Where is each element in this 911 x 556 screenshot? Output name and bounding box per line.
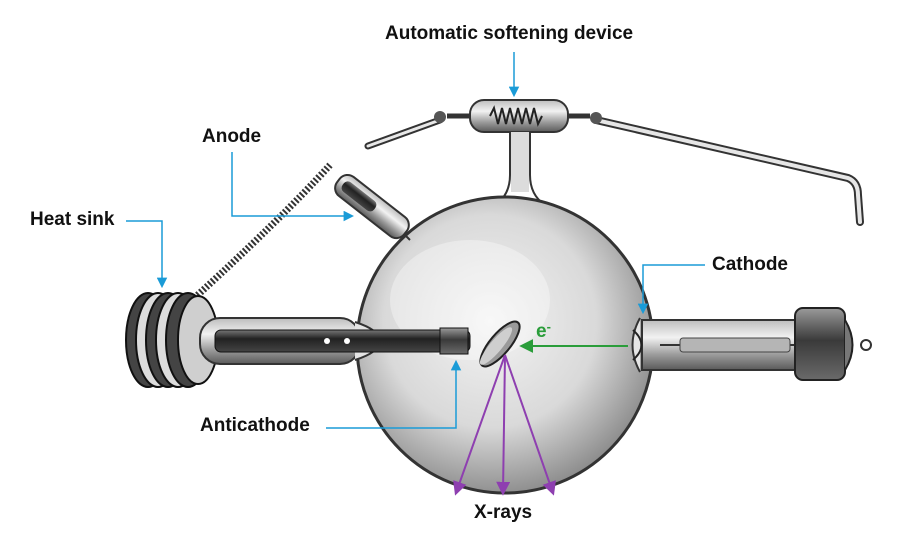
label-electron-symbol: e [536, 321, 547, 342]
label-electron-charge: - [546, 319, 551, 334]
softening-device [364, 99, 864, 226]
label-anticathode: Anticathode [200, 415, 310, 436]
anticathode-tube [199, 317, 521, 368]
x-ray-ray-center [496, 354, 511, 496]
pointer-anode [231, 152, 355, 222]
label-anode: Anode [202, 126, 262, 147]
anode-spring-cable [187, 162, 333, 305]
pointer-heat-sink [126, 220, 168, 289]
label-heat-sink: Heat sink [30, 209, 115, 230]
pointer-lines [126, 52, 705, 429]
pointer-cathode [637, 264, 705, 315]
softening-spring [489, 105, 543, 127]
label-cathode: Cathode [712, 254, 788, 275]
pointer-anticathode [326, 359, 462, 429]
x-ray-ray-left [453, 354, 506, 496]
cathode-arm [631, 307, 872, 381]
heat-sink [125, 292, 219, 388]
label-automatic-softening-device: Automatic softening device [385, 23, 634, 44]
anode-arm [187, 162, 411, 305]
x-ray-ray-right [504, 354, 556, 496]
label-x-rays: X-rays [474, 502, 533, 523]
label-electron: e- [536, 319, 551, 342]
x-ray-rays [453, 354, 556, 496]
